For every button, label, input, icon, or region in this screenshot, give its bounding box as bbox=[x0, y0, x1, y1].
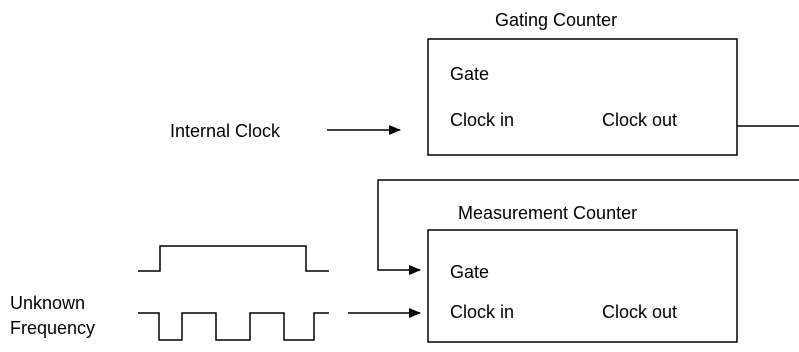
gating-clock-in-label: Clock in bbox=[450, 110, 514, 130]
gating-gate-label: Gate bbox=[450, 64, 489, 84]
internal-clock-input: Internal Clock bbox=[170, 121, 401, 141]
measurement-gate-label: Gate bbox=[450, 262, 489, 282]
measurement-clock-out-label: Clock out bbox=[602, 302, 677, 322]
measurement-counter: Measurement Counter Gate Clock in Clock … bbox=[427, 203, 738, 343]
gating-counter-box bbox=[427, 38, 738, 156]
gating-clock-out-label: Clock out bbox=[602, 110, 677, 130]
unknown-frequency-label-line2: Frequency bbox=[10, 318, 95, 338]
unknown-frequency-waveform bbox=[138, 312, 329, 341]
measurement-counter-title: Measurement Counter bbox=[458, 203, 637, 223]
gate-feedback-line bbox=[377, 179, 799, 275]
internal-clock-label: Internal Clock bbox=[170, 121, 281, 141]
unknown-frequency-label-line1: Unknown bbox=[10, 293, 85, 313]
gate-pulse-waveform bbox=[138, 245, 329, 272]
gating-counter: Gating Counter Gate Clock in Clock out bbox=[427, 10, 738, 156]
measurement-clock-in-label: Clock in bbox=[450, 302, 514, 322]
measurement-counter-box bbox=[427, 229, 738, 343]
unknown-frequency-input: Unknown Frequency bbox=[10, 293, 421, 338]
gating-counter-title: Gating Counter bbox=[495, 10, 617, 30]
